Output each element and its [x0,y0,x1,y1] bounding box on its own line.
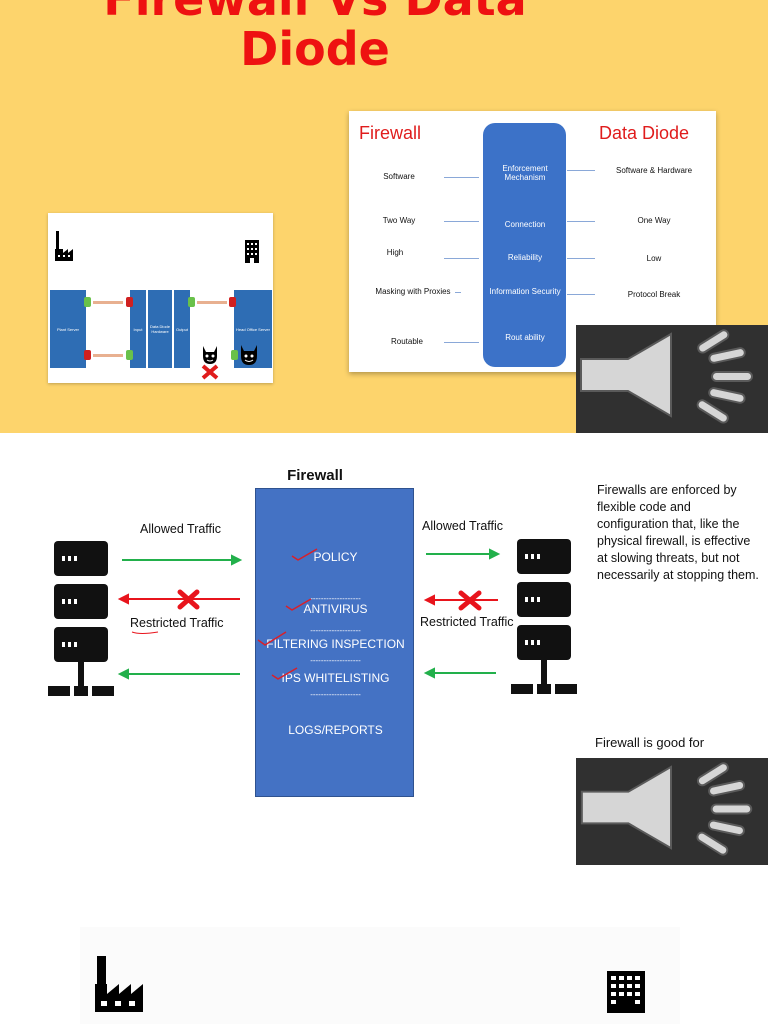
devil-icon [241,345,257,365]
output-box: Output [174,290,190,368]
green-connector [231,350,238,360]
red-connector [229,297,236,307]
input-box: Input [130,290,146,368]
devil-icon [201,346,219,380]
factory-icon [55,231,73,261]
speaker-icon [580,329,753,424]
red-x-icon [177,589,482,611]
separator: ------------------- [310,690,361,699]
criterion-label: Information Security [489,287,561,296]
slide-firewall-explanation: Firewall POLICY ------------------- ANTI… [0,433,768,889]
allowed-traffic-label: Allowed Traffic [140,522,222,536]
slide-partial [0,889,768,1024]
checkmark-icon [271,667,298,680]
restricted-traffic-label: Restricted Traffic [130,616,224,630]
diagram-panel [80,927,680,1024]
plant-server-box: Plant Server [50,290,86,368]
firewall-value: Two Way [382,216,416,225]
restricted-traffic-label: Restricted Traffic [420,615,514,629]
allowed-traffic-label: Allowed Traffic [422,519,504,533]
firewall-value: Masking with Proxies [375,287,451,296]
filtering-inspection-item: FILTERING INSPECTION [266,637,405,651]
diode-value: Low [646,254,662,263]
firewall-description: Firewalls are enforced by flexible code … [597,483,759,582]
criteria-bar [483,123,566,367]
flow-arrow [93,301,123,304]
checkmark-icon [257,631,287,646]
diode-hardware-box: Data Diode Hardware [148,290,172,368]
criterion-label: Rout ability [505,333,545,342]
slide-firewall-vs-diode: Firewall Vs Data Diode Plant Server Inpu… [0,0,768,433]
diode-value: One Way [637,216,671,225]
office-building-icon [245,240,259,263]
green-connector [126,350,133,360]
firewall-value: Software [383,172,415,181]
firewall-value: Routable [390,337,424,346]
ips-whitelisting-item: IPS WHITELISTING [281,671,390,685]
traffic-arrows [117,548,501,680]
flow-arrow [197,301,227,304]
diode-value: Protocol Break [627,290,681,299]
flow-arrow [93,354,123,357]
separator: ------------------- [310,656,361,665]
red-connector [126,297,133,307]
audio-playback-button[interactable] [576,325,768,433]
allowed-traffic-arrow [117,548,501,680]
criterion-label: Enforcement Mechanism [502,164,548,182]
green-connector [188,297,195,307]
server-icon [511,539,577,694]
separator: ------------------- [310,594,361,603]
office-building-icon [607,971,645,1013]
logs-reports-item: LOGS/REPORTS [288,723,383,737]
checkmark-icon [285,598,312,611]
server-icon [48,541,114,696]
diode-value: Software & Hardware [615,166,693,175]
speaker-icon [580,762,753,856]
data-diode-heading: Data Diode [599,123,690,143]
antivirus-item: ANTIVIRUS [303,602,368,616]
policy-item: POLICY [313,550,358,564]
green-connector [84,297,91,307]
criterion-label: Connection [504,220,546,229]
criterion-label: Reliability [507,253,543,262]
audio-playback-button[interactable] [576,758,768,865]
firewall-heading: Firewall [359,123,422,143]
firewall-title: Firewall [287,467,343,484]
head-office-server-box: Head Office Server [234,290,272,368]
restricted-traffic-arrow [117,593,498,606]
data-diode-diagram: Plant Server Input Data Diode Hardware O… [48,213,273,383]
factory-icon [95,956,143,1012]
firewall-box: POLICY ------------------- ANTIVIRUS ---… [255,488,414,797]
separator: ------------------- [310,626,361,635]
firewall-good-for-text: Firewall is good for [595,735,705,750]
slide-title: Firewall Vs Data Diode [103,0,526,76]
firewall-value: High [386,248,404,257]
red-connector [84,350,91,360]
checkmark-icon [291,548,318,561]
